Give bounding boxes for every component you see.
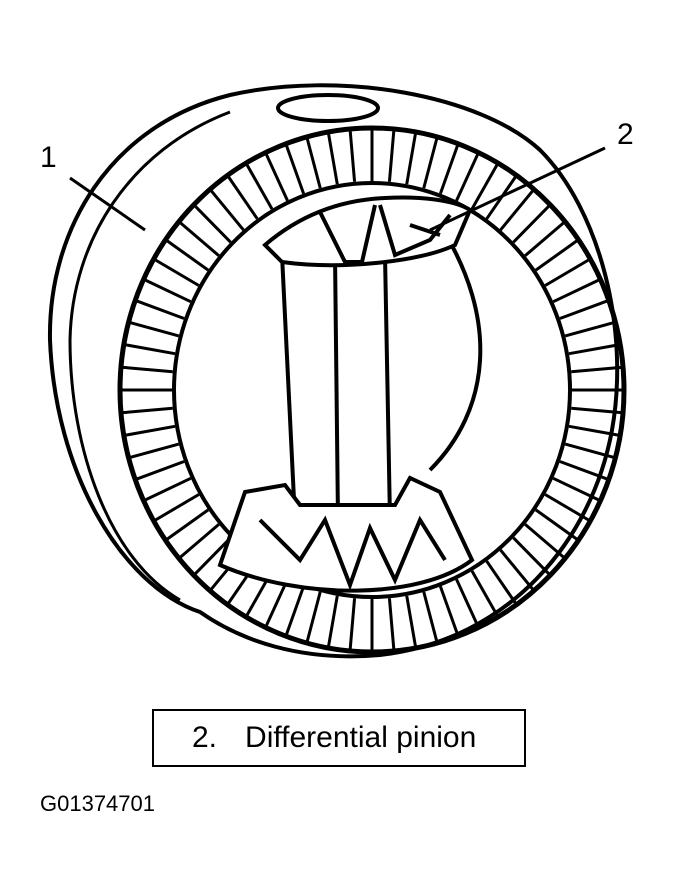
ring-gear-tooth [559,460,608,481]
ring-gear-tooth [571,406,622,415]
ring-gear-tooth [438,145,459,195]
ring-gear-tooth [166,508,210,541]
ring-gear-tooth [534,508,578,541]
callout-1-leader [69,176,146,232]
ring-gear-tooth [470,570,499,616]
ring-gear-tooth [125,343,176,356]
callout-2-label: 2 [617,118,634,151]
ring-gear-tooth [285,145,306,195]
ring-gear-tooth [422,138,439,189]
ring-gear-tooth [552,476,600,502]
callout-1-label: 1 [40,141,57,174]
ring-gear-tooth [387,130,396,182]
ring-gear-tooth [512,536,550,575]
ring-gear-tooth [154,493,200,522]
ring-gear-tooth [571,365,622,374]
ring-gear-tooth [210,189,245,231]
ring-gear-tooth [564,321,614,338]
upper-differential-pinion [262,195,473,268]
ring-gear-tooth [227,176,259,220]
ring-gear-tooth [499,549,534,591]
ring-gear-tooth [130,442,180,459]
ring-gear-tooth [136,299,185,320]
ring-gear-tooth [422,591,439,642]
figure-id: G01374701 [40,791,155,816]
case-inner-rim [68,110,231,602]
ring-gear-tooth [438,585,459,635]
ring-gear-tooth [552,278,600,304]
ring-gear-tooth [194,536,232,575]
ring-gear-tooth [154,258,200,287]
legend-text: Differential pinion [245,721,477,754]
case-top-boss [276,93,380,123]
ring-gear-tooth [348,598,357,650]
ring-gear-tooth [166,239,210,272]
ring-gear-tooth [470,164,499,210]
ring-gear-tooth [122,365,173,374]
ring-gear-tooth [568,424,619,437]
ring-gear-tooth [305,138,322,189]
ring-gear-tooth [327,595,339,647]
ring-gear-tooth [136,460,185,481]
ring-gear-tooth [179,221,220,257]
ring-gear-tooth [285,585,306,635]
ring-gear-tooth [194,205,232,244]
differential-assembly-diagram [47,83,627,659]
ring-gear-tooth [534,239,578,272]
ring-gear-tooth [455,153,480,202]
ring-gear-teeth [122,130,622,650]
ring-gear-tooth [144,278,192,304]
ring-gear-tooth [559,299,608,320]
ring-gear-tooth [405,595,417,647]
ring-gear-tooth [512,205,550,244]
ring-gear-tooth [264,153,289,202]
ring-gear-tooth [485,560,517,604]
ring-gear-tooth [544,493,590,522]
ring-gear-tooth [524,221,565,257]
ring-gear-tooth [564,442,614,459]
legend-box: 2. Differential pinion [152,709,526,767]
ring-gear-inner [172,181,572,599]
ring-gear-tooth [455,578,480,627]
legend-number: 2. [192,721,218,754]
ring-gear-tooth [264,578,289,627]
ring-gear-tooth [387,598,396,650]
ring-gear-tooth [125,424,176,437]
callout-2-leader [429,146,606,232]
ring-gear-tooth [179,523,220,559]
ring-gear-tooth [144,476,192,502]
ring-gear-outer [117,125,627,655]
ring-gear-tooth [499,189,534,231]
pinion-shaft [279,253,393,522]
ring-gear-tooth [122,406,173,415]
case-cutaway-edge [428,223,483,472]
ring-gear-tooth [327,133,339,185]
ring-gear-tooth [348,130,357,182]
lower-side-gear [217,475,475,593]
ring-gear-tooth [568,343,619,356]
ring-gear-tooth [305,591,322,642]
ring-gear-tooth [544,258,590,287]
ring-gear-tooth [405,133,417,185]
ring-gear-tooth [245,164,274,210]
ring-gear-tooth [130,321,180,338]
ring-gear-tooth [524,523,565,559]
